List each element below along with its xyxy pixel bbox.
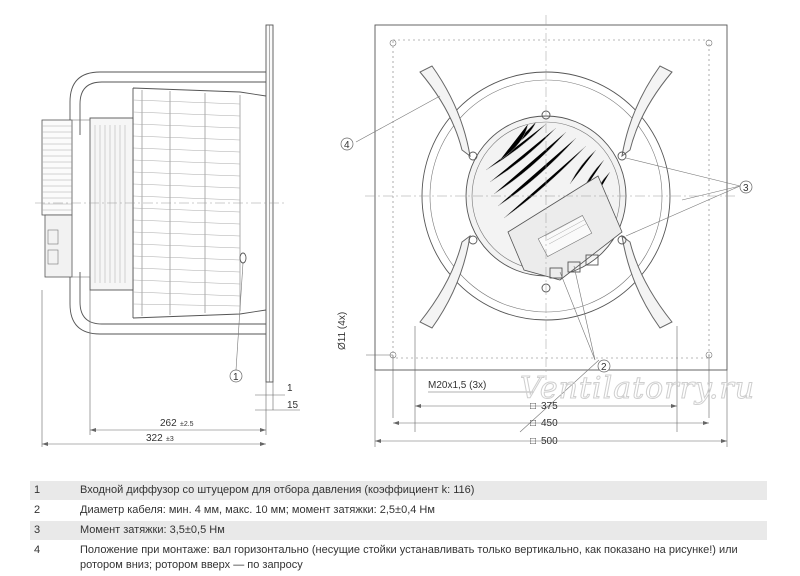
- dim-flange-1: 1: [287, 383, 293, 394]
- front-strut-right-top: [621, 65, 673, 158]
- svg-text:1: 1: [233, 372, 239, 383]
- dim-500: 500: [541, 436, 558, 447]
- motor-screw: [617, 235, 627, 245]
- motor-screw: [468, 235, 478, 245]
- legend-text: Входной диффузор со штуцером для отбора …: [74, 481, 767, 501]
- front-view-dimensions: Ø11 (4x) M20x1,5 (3x) □ 375 □ 450 □ 500: [337, 312, 728, 447]
- dim-322-tol: ±3: [166, 436, 174, 443]
- legend-row: 2 Диаметр кабеля: мин. 4 мм, макс. 10 мм…: [30, 501, 767, 521]
- dim-450-symbol: □: [530, 418, 536, 429]
- watermark: Ventilatorry.ru: [520, 371, 755, 406]
- dim-flange-15: 15: [287, 400, 299, 411]
- side-view-dimensions: 1 15 262 ±2.5 322 ±3 1: [41, 262, 300, 447]
- side-motor-housing: [89, 117, 134, 291]
- cable-gland-3: [585, 254, 599, 266]
- svg-text:4: 4: [344, 140, 350, 151]
- callout-3: [739, 180, 753, 194]
- side-strut-top: [69, 71, 266, 135]
- motor-screw: [468, 151, 478, 161]
- cable-gland-2: [567, 261, 581, 273]
- technical-drawing: 1 15 262 ±2.5 322 ±3 1: [35, 15, 755, 447]
- mounting-hole: [389, 39, 397, 47]
- legend-number: 2: [34, 504, 41, 516]
- callout-4: [340, 137, 354, 151]
- svg-text:2: 2: [601, 362, 607, 373]
- legend-number: 4: [34, 544, 41, 556]
- front-strut-left-bottom: [419, 234, 471, 329]
- side-strut-bottom: [69, 272, 266, 335]
- motor-screw: [617, 151, 627, 161]
- svg-text:3: 3: [743, 183, 749, 194]
- dim-262-tol: ±2.5: [180, 421, 194, 428]
- dim-375-symbol: □: [530, 401, 536, 412]
- dim-450: 450: [541, 418, 558, 429]
- callout-1: [229, 369, 243, 383]
- pressure-tap: [239, 252, 247, 264]
- legend-text: Момент затяжки: 3,5±0,5 Нм: [74, 520, 767, 541]
- dim-262: 262: [160, 418, 177, 429]
- dim-500-symbol: □: [530, 436, 536, 447]
- front-view-callouts: 4 3 2: [340, 95, 753, 433]
- dim-hole: Ø11 (4x): [337, 312, 348, 350]
- side-electronics-box: [44, 214, 73, 278]
- callout-2: [597, 359, 611, 373]
- dim-322: 322: [146, 433, 163, 444]
- legend-text: Положение при монтаже: вал горизонтально…: [80, 544, 738, 571]
- legend-text: Диаметр кабеля: мин. 4 мм, макс. 10 мм; …: [80, 504, 435, 516]
- legend-number: 3: [30, 520, 74, 541]
- mounting-hole: [705, 39, 713, 47]
- side-cooling-fins: [41, 119, 73, 216]
- legend-row: 4 Положение при монтаже: вал горизонталь…: [30, 541, 767, 576]
- front-view: [365, 15, 737, 380]
- side-view: [35, 24, 285, 383]
- cable-gland-1: [549, 267, 563, 279]
- legend-table: 1 Входной диффузор со штуцером для отбор…: [30, 481, 767, 576]
- dim-thread: M20x1,5 (3x): [428, 380, 486, 391]
- legend-row: 1 Входной диффузор со штуцером для отбор…: [30, 481, 767, 501]
- dim-375: 375: [541, 401, 558, 412]
- legend-row: 3 Момент затяжки: 3,5±0,5 Нм: [30, 520, 767, 541]
- legend-number: 1: [30, 481, 74, 501]
- front-strut-left-top: [419, 65, 471, 158]
